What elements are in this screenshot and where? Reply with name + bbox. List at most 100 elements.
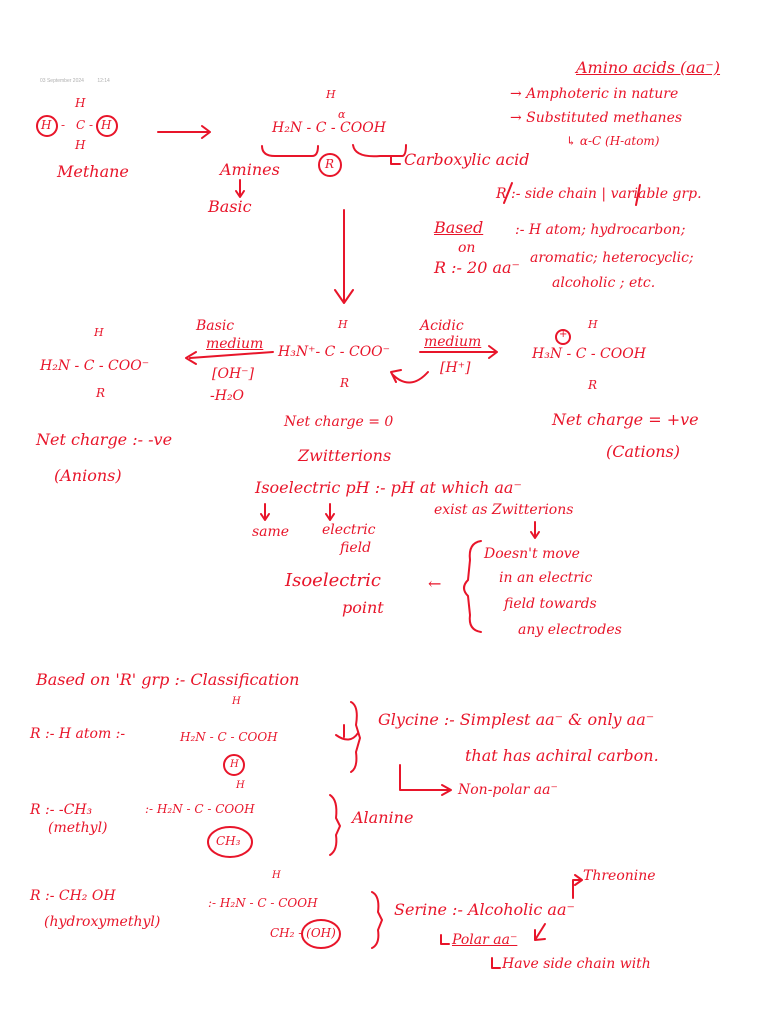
cation-charge: Net charge = +ve <box>552 410 699 429</box>
based-label: Based <box>434 218 484 237</box>
acidic-medium-label-2: medium <box>424 334 482 350</box>
methane-c: C <box>76 118 86 132</box>
glycine-brace <box>350 701 361 773</box>
serine-name: Serine :- Alcoholic aa⁻ <box>394 900 575 919</box>
cation-r: R <box>588 378 598 392</box>
glycine-down-stroke <box>335 724 359 741</box>
iso-field: field <box>340 540 372 556</box>
nonpolar-label: Non-polar aa⁻ <box>458 782 558 798</box>
side-chain-def: R :- side chain | variable grp. <box>496 186 702 202</box>
anion-formula: H₂N - C - COO⁻ <box>40 358 150 374</box>
note-time: 12:14 <box>97 78 110 84</box>
iso-desc-4: any electrodes <box>518 622 622 638</box>
alanine-formula: :- H₂N - C - COOH <box>145 802 255 816</box>
serine-oh-circle <box>301 919 341 949</box>
basic-medium-reagent: [OH⁻] <box>212 366 254 382</box>
basic-label: Basic <box>208 197 252 216</box>
aa-heading: Amino acids (aa⁻) <box>576 58 721 77</box>
acidic-arrow <box>419 345 498 359</box>
aa-formula: H₂N - C - COOH <box>272 120 386 136</box>
r-types-3: alcoholic ; etc. <box>552 275 656 291</box>
aa-alpha: α <box>338 108 346 121</box>
glycine-r: R :- H atom :- <box>30 726 126 742</box>
serine-brace <box>371 891 383 949</box>
carboxylic-label: Carboxylic acid <box>404 150 530 169</box>
glycine-sub: H <box>230 759 239 770</box>
glycine-h-circle <box>223 754 245 776</box>
basic-medium-label-1: Basic <box>196 318 235 334</box>
alanine-r2: (methyl) <box>48 820 108 836</box>
methane-dash-left: - <box>61 118 66 132</box>
down-arrow-zwitter <box>334 209 354 304</box>
r-group-circle <box>318 153 342 177</box>
aa-point-amphoteric: → Amphoteric in nature <box>510 86 679 102</box>
serine-h: H <box>272 870 281 881</box>
alanine-ch3-circle <box>207 826 253 858</box>
zwitter-r: R <box>340 376 350 390</box>
aa-point-alpha-c: ↳ α-C (H-atom) <box>566 134 660 148</box>
cation-plus: + <box>559 329 568 340</box>
glycine-h: H <box>232 696 241 707</box>
methane-h-circle-left <box>36 115 58 137</box>
amines-bracket <box>261 145 319 157</box>
side-chain-with: Have side chain with <box>502 956 651 972</box>
iso-desc-1: Doesn't move <box>484 546 580 562</box>
anion-r: R <box>96 386 106 400</box>
aa-r: R <box>325 157 335 171</box>
r-types-2: aromatic; heterocyclic; <box>530 250 694 266</box>
iso-arrow-1 <box>260 503 270 521</box>
methane-h-top: H <box>75 96 86 110</box>
alanine-h: H <box>236 780 245 791</box>
basic-arrow <box>185 351 274 365</box>
alanine-name: Alanine <box>352 808 414 827</box>
methane-h-right: H <box>101 118 112 132</box>
cation-plus-circle <box>555 329 571 345</box>
alanine-brace <box>329 794 341 856</box>
serine-r2: (hydroxymethyl) <box>44 914 161 930</box>
zwitter-charge: Net charge = 0 <box>284 414 394 430</box>
nonpolar-arrow <box>399 764 452 796</box>
cooh-bracket <box>352 144 407 158</box>
side-chain-divider <box>503 182 513 204</box>
methane-dash-right: - <box>89 118 94 132</box>
on-label: on <box>458 240 476 256</box>
amines-basic-arrow <box>235 179 245 198</box>
acidic-medium-reagent: [H⁺] <box>440 360 471 376</box>
serine-r: R :- CH₂ OH <box>30 888 116 904</box>
iso-left-arrow: ← <box>428 574 442 593</box>
zwitter-h: H <box>338 318 348 331</box>
serine-formula: :- H₂N - C - COOH <box>208 896 318 910</box>
carboxylic-arrow <box>390 155 401 165</box>
aa-point-substituted: → Substituted methanes <box>510 110 683 126</box>
alcoholic-arrow <box>534 923 546 941</box>
alanine-sub: CH₃ <box>216 834 241 848</box>
anion-charge: Net charge :- -ve <box>36 430 173 449</box>
basic-medium-loss: -H₂O <box>210 388 245 404</box>
methane-h-circle-right <box>96 115 118 137</box>
methane-to-aa-arrow <box>157 125 211 139</box>
isoelectric-ph-line2: exist as Zwitterions <box>434 502 574 518</box>
acidic-medium-label-1: Acidic <box>420 318 464 334</box>
cation-label: (Cations) <box>606 442 680 461</box>
note-date: 03 September 2024 <box>40 78 84 84</box>
amines-basic-arrow-label: ↓ <box>236 180 246 194</box>
methane-h-left: H <box>41 118 52 132</box>
cation-h: H <box>588 318 598 331</box>
iso-desc-2: in an electric <box>499 570 593 586</box>
note-timestamp: 03 September 2024 12:14 <box>40 78 122 84</box>
iso-electric: electric <box>322 522 376 538</box>
methane-label: Methane <box>57 162 129 181</box>
side-chain-arrow <box>491 957 501 969</box>
isoelectric-point-2: point <box>342 598 384 617</box>
isoelectric-point-1: Isoelectric <box>285 570 382 591</box>
iso-same: same <box>252 524 290 540</box>
zwitter-down-arrow <box>530 521 540 539</box>
alanine-r: R :- -CH₃ <box>30 802 93 818</box>
iso-desc-3: field towards <box>504 596 597 612</box>
methane-h-bottom: H <box>75 138 86 152</box>
polar-arrow <box>440 934 450 945</box>
polar-label: Polar aa⁻ <box>452 932 518 948</box>
glycine-name: Glycine :- Simplest aa⁻ & only aa⁻ <box>378 710 655 729</box>
zwitter-label: Zwitterions <box>298 446 392 465</box>
